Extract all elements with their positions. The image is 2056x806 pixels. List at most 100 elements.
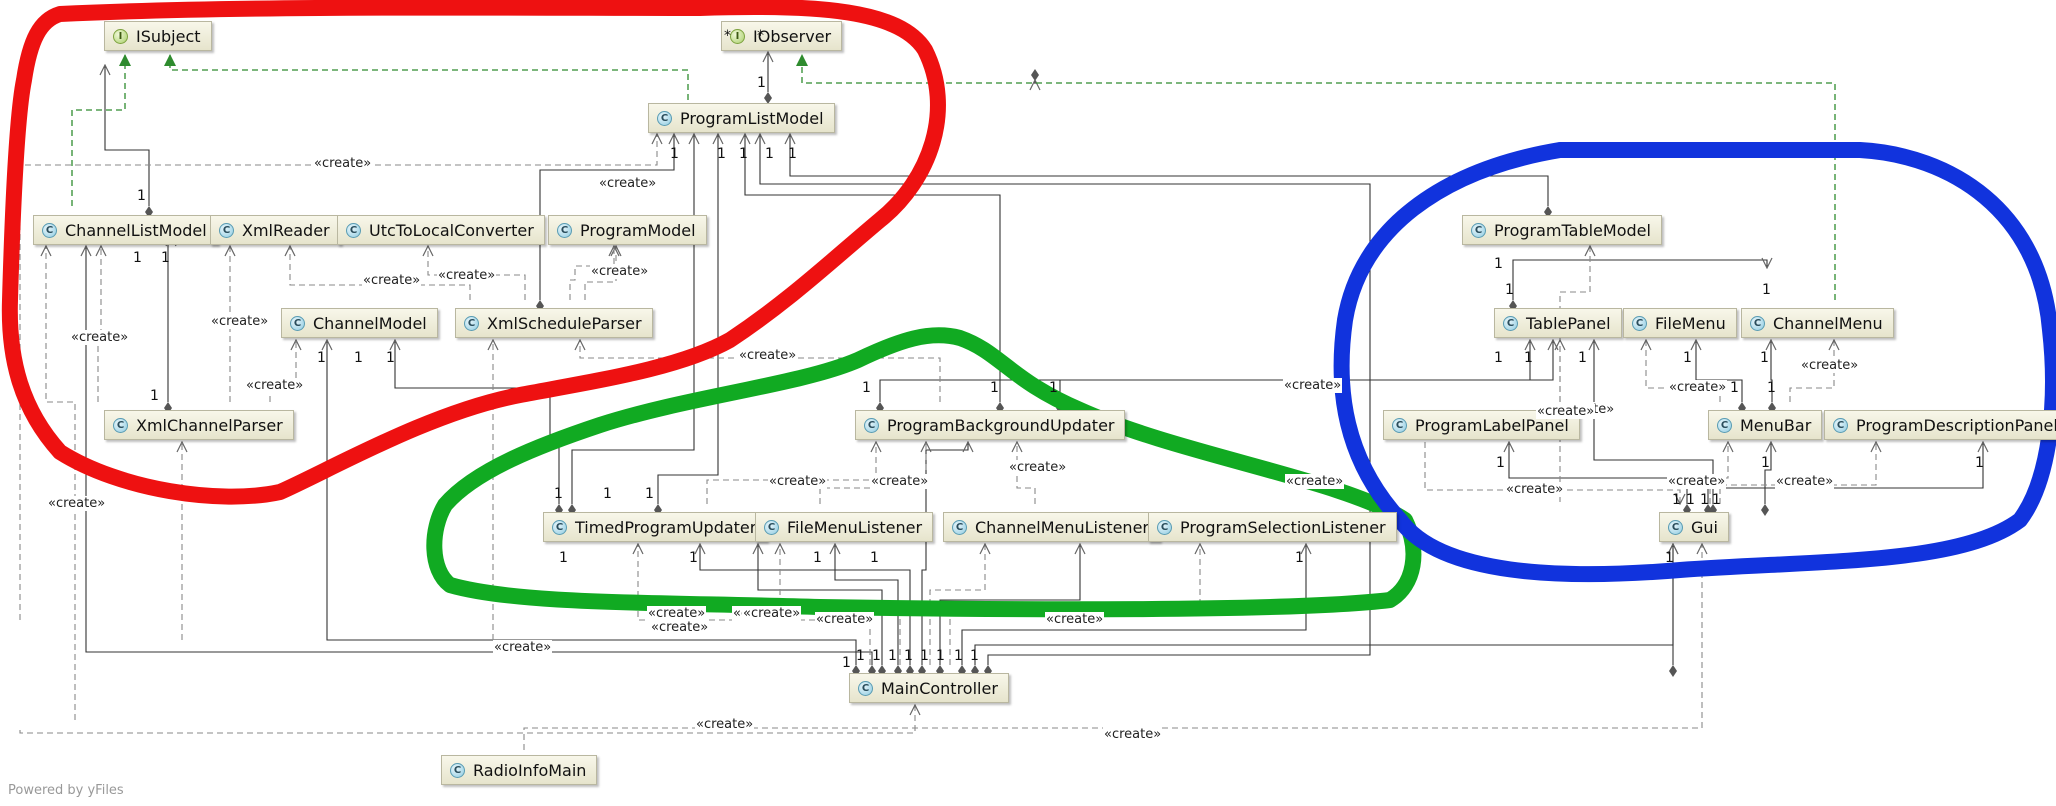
multiplicity-label: 1	[1295, 550, 1304, 566]
class-icon: C	[552, 519, 567, 535]
multiplicity-label: 1	[765, 146, 774, 162]
multiplicity-label: 1	[1496, 455, 1505, 471]
class-name: ProgramBackgroundUpdater	[887, 415, 1115, 435]
multiplicity-label: 1	[936, 648, 945, 664]
controller-group-outline	[426, 327, 1422, 618]
class-name: MenuBar	[1740, 415, 1812, 435]
view-group-outline	[1333, 141, 2056, 583]
class-name: FileMenu	[1655, 313, 1726, 333]
class-icon: C	[557, 222, 572, 238]
multiplicity-label: 1	[990, 380, 999, 396]
multiplicity-label: 1	[1578, 350, 1587, 366]
class-node-timedprogramupdater[interactable]: C TimedProgramUpdater	[543, 512, 768, 542]
multiplicity-label: *	[757, 28, 764, 44]
create-stereotype-label: «create»	[695, 717, 755, 732]
multiplicity-label: 1	[1494, 350, 1503, 366]
class-name: ChannelMenu	[1773, 313, 1883, 333]
class-node-programdescriptionpanel[interactable]: C ProgramDescriptionPanel	[1824, 410, 2056, 440]
class-node-tablepanel[interactable]: C TablePanel	[1494, 308, 1622, 338]
multiplicity-label: 1	[150, 388, 159, 404]
class-name: ProgramLabelPanel	[1415, 415, 1569, 435]
class-icon: C	[864, 417, 879, 433]
multiplicity-label: *	[724, 28, 731, 44]
multiplicity-label: 1	[1665, 550, 1674, 566]
association-edge	[1509, 442, 1687, 504]
create-stereotype-label: «create»	[210, 314, 270, 329]
multiplicity-label: 1	[1683, 350, 1692, 366]
class-name: TablePanel	[1526, 313, 1611, 333]
create-stereotype-label: «create»	[1285, 474, 1345, 489]
association-edge	[658, 134, 718, 504]
create-stereotype-label: «create»	[1045, 612, 1105, 627]
create-stereotype-label: «create»	[647, 606, 707, 621]
class-name: MainController	[881, 678, 998, 698]
class-node-iobserver[interactable]: I IObserver	[721, 21, 843, 51]
multiplicity-label: 1	[386, 350, 395, 366]
class-icon: C	[764, 519, 779, 535]
create-stereotype-label: «create»	[1667, 474, 1727, 489]
class-name: XmlScheduleParser	[487, 313, 642, 333]
multiplicity-label: 1	[1975, 455, 1984, 471]
multiplicity-label: 1	[354, 350, 363, 366]
multiplicity-label: 1	[161, 250, 170, 266]
create-stereotype-label: «create»	[1283, 378, 1343, 393]
create-dependency-edge	[706, 442, 876, 504]
multiplicity-label: 1	[1700, 492, 1709, 508]
multiplicity-label: 1	[904, 648, 913, 664]
create-stereotype-label: «create»	[437, 268, 497, 283]
multiplicity-label: 1	[970, 648, 979, 664]
create-dependency-edge	[1719, 442, 1876, 504]
association-edge	[105, 65, 149, 206]
multiplicity-label: 1	[717, 146, 726, 162]
class-name: ChannelListModel	[65, 220, 207, 240]
multiplicity-label: 1	[870, 550, 879, 566]
multiplicity-label: 1	[888, 648, 897, 664]
class-name: ChannelMenuListener	[975, 517, 1149, 537]
class-name: IObserver	[753, 26, 832, 46]
class-name: ProgramListModel	[680, 108, 824, 128]
multiplicity-label: 1	[813, 550, 822, 566]
association-edge	[1771, 340, 1772, 402]
create-stereotype-label: «create»	[245, 378, 305, 393]
class-icon: C	[1503, 315, 1518, 331]
create-dependency-edge	[269, 340, 296, 402]
class-name: ProgramTableModel	[1494, 220, 1651, 240]
multiplicity-label: 1	[1761, 455, 1770, 471]
class-node-programbackgroundupdater[interactable]: C ProgramBackgroundUpdater	[855, 410, 1126, 440]
association-edge	[760, 134, 1371, 665]
class-name: FileMenuListener	[787, 517, 923, 537]
class-node-filemenulistener[interactable]: C FileMenuListener	[755, 512, 934, 542]
multiplicity-label: 1	[872, 648, 881, 664]
create-dependency-edge	[98, 246, 101, 402]
class-icon: C	[346, 222, 361, 238]
create-dependency-edge	[584, 246, 616, 300]
implements-edge	[71, 54, 131, 206]
multiplicity-label: 1	[1762, 282, 1771, 298]
interface-icon: I	[730, 28, 745, 44]
create-dependency-edge	[1017, 442, 1036, 504]
multiplicity-label: 1	[1730, 380, 1739, 396]
create-stereotype-label: «create»	[870, 474, 930, 489]
class-name: TimedProgramUpdater	[575, 517, 757, 537]
class-icon: C	[1833, 417, 1848, 433]
class-name: ProgramDescriptionPanel	[1856, 415, 2056, 435]
